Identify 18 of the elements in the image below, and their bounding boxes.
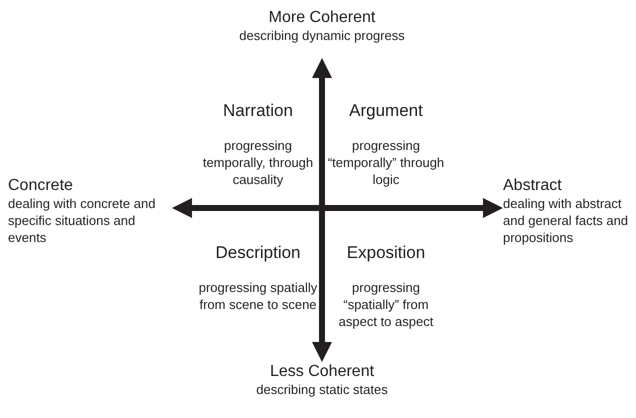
axis-pole-title: Abstract (503, 176, 563, 195)
axis-pole-title: Less Coherent (268, 362, 376, 381)
axis-pole-description: describing static states (255, 381, 389, 398)
quadrant-title: Description (214, 243, 302, 263)
quadrant-title: Exposition (346, 243, 426, 263)
quadrant-description: progressing spatially from scene to scene (198, 279, 318, 313)
axis-pole-title: Concrete (8, 176, 74, 195)
axis-pole-title: More Coherent (268, 8, 376, 27)
axis-pole-description: describing dynamic progress (238, 27, 406, 44)
axis-pole-description: dealing with abstract and general facts and propositions (503, 195, 630, 246)
quadrant-description: progressing temporally, through causality (202, 137, 314, 188)
axis-pole-description: dealing with concrete and specific situations and events (8, 195, 156, 246)
double-headed-arrow (172, 198, 503, 218)
quadrant-title: Narration (222, 101, 294, 121)
quadrant-title: Argument (348, 101, 424, 121)
double-headed-arrow (312, 58, 332, 362)
quadrant-description: progressing “spatially” from aspect to aspect (338, 279, 434, 330)
quadrant-description: progressing “temporally” through logic (326, 137, 446, 188)
